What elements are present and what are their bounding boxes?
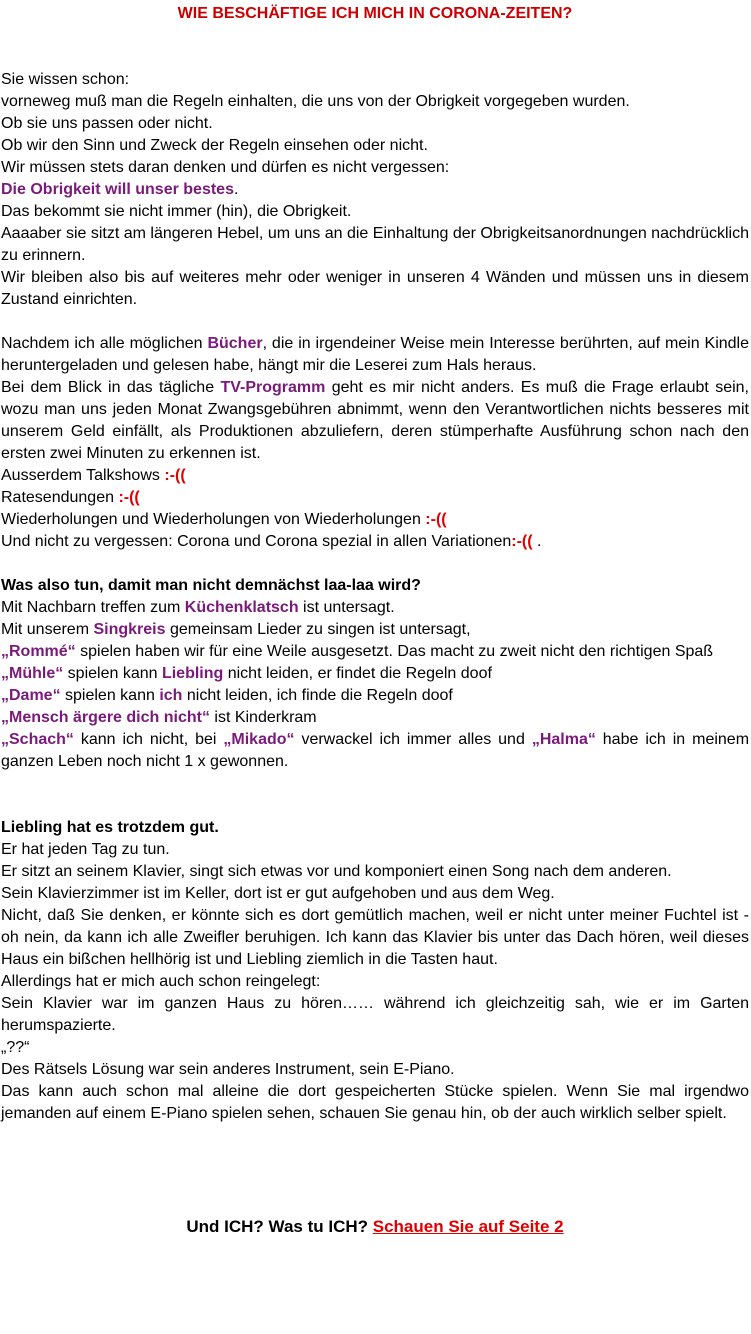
page-2-link[interactable]: Schauen Sie auf Seite 2: [372, 1217, 564, 1236]
paragraph: Sein Klavier war im ganzen Haus zu hören…: [1, 995, 749, 1034]
highlight-text: „Schach“: [1, 731, 74, 748]
text: Wiederholungen und Wiederholungen von Wi…: [1, 511, 426, 528]
text: spielen kann: [60, 687, 160, 704]
footer-line: Und ICH? Was tu ICH? Schauen Sie auf Sei…: [1, 1215, 749, 1239]
text: spielen haben wir für eine Weile ausgese…: [75, 643, 714, 660]
text: verwackel ich immer alles und: [294, 731, 532, 748]
paragraph: Die Obrigkeit will unser bestes.: [1, 179, 749, 201]
highlight-text: Bücher: [207, 335, 263, 352]
text: habe ich in meinem ganzen Leben noch nic…: [1, 731, 750, 770]
highlight-text: Küchenklatsch: [184, 599, 299, 616]
paragraph: Ausserdem Talkshows :-((: [1, 465, 749, 487]
highlight-text: ich: [159, 687, 183, 704]
highlight-text: Die Obrigkeit will unser bestes: [1, 181, 234, 198]
text: Ausserdem Talkshows: [1, 467, 165, 484]
text: Nachdem ich alle möglichen: [1, 335, 208, 352]
highlight-text: „Halma“: [531, 731, 596, 748]
text: .: [233, 181, 239, 198]
highlight-text: Liebling: [161, 665, 224, 682]
text: geht es mir nicht anders. Es muß die Fra…: [1, 379, 749, 462]
paragraph: Nachdem ich alle möglichen Bücher, die i…: [1, 333, 749, 377]
text: spielen kann: [63, 665, 162, 682]
emoticon: :-((: [425, 511, 447, 528]
paragraph: Und nicht zu vergessen: Corona und Coron…: [1, 531, 749, 553]
paragraph: vorneweg muß man die Regeln einhalten, d…: [1, 93, 630, 110]
media-section: Nachdem ich alle möglichen Bücher, die i…: [1, 333, 749, 553]
paragraph: Nicht, daß Sie denken, er könnte sich es…: [1, 907, 749, 968]
activities-section: Was also tun, damit man nicht demnächst …: [1, 575, 749, 773]
highlight-text: Singkreis: [93, 621, 166, 638]
paragraph: „Mensch ärgere dich nicht“ ist Kinderkra…: [1, 707, 749, 729]
paragraph: Des Rätsels Lösung war sein anderes Inst…: [1, 1061, 455, 1078]
text: Mit Nachbarn treffen zum: [1, 599, 185, 616]
section-heading: Liebling hat es trotzdem gut.: [1, 819, 219, 836]
emoticon: :-((: [118, 489, 140, 506]
text: Ratesendungen: [1, 489, 119, 506]
paragraph: Aaaaber sie sitzt am längeren Hebel, um …: [1, 225, 750, 264]
paragraph: „Mühle“ spielen kann Liebling nicht leid…: [1, 663, 749, 685]
emoticon: :-((: [511, 533, 533, 550]
highlight-text: „Dame“: [1, 687, 61, 704]
paragraph: Er sitzt an seinem Klavier, singt sich e…: [1, 863, 672, 880]
text: .: [532, 533, 542, 550]
paragraph: Ob wir den Sinn und Zweck der Regeln ein…: [1, 137, 428, 154]
paragraph: Das bekommt sie nicht immer (hin), die O…: [1, 203, 352, 220]
paragraph: Sie wissen schon:: [1, 71, 130, 88]
paragraph: Sein Klavierzimmer ist im Keller, dort i…: [1, 885, 555, 902]
paragraph: Er hat jeden Tag zu tun.: [1, 841, 170, 858]
paragraph: Ratesendungen :-((: [1, 487, 749, 509]
intro-section: Sie wissen schon: vorneweg muß man die R…: [1, 69, 749, 311]
section-heading: Was also tun, damit man nicht demnächst …: [1, 577, 421, 594]
footer-text: Und ICH? Was tu ICH?: [186, 1217, 373, 1236]
text: Mit unserem: [1, 621, 94, 638]
text: Und nicht zu vergessen: Corona und Coron…: [1, 533, 512, 550]
text: gemeinsam Lieder zu singen ist untersagt…: [165, 621, 471, 638]
text: nicht leiden, ich finde die Regeln doof: [182, 687, 453, 704]
highlight-text: „Mühle“: [1, 665, 64, 682]
text: nicht leiden, er findet die Regeln doof: [223, 665, 492, 682]
highlight-text: „Mensch ärgere dich nicht“: [1, 709, 210, 726]
text: kann ich nicht, bei: [73, 731, 224, 748]
highlight-text: „Mikado“: [223, 731, 295, 748]
highlight-text: TV-Programm: [220, 379, 326, 396]
paragraph: „??“: [1, 1039, 30, 1056]
text: Bei dem Blick in das tägliche: [1, 379, 221, 396]
paragraph: Allerdings hat er mich auch schon reinge…: [1, 973, 321, 990]
paragraph: Bei dem Blick in das tägliche TV-Program…: [1, 377, 749, 465]
paragraph: Wir müssen stets daran denken und dürfen…: [1, 159, 450, 176]
paragraph: „Rommé“ spielen haben wir für eine Weile…: [1, 641, 749, 663]
text: ist Kinderkram: [209, 709, 317, 726]
paragraph: Ob sie uns passen oder nicht.: [1, 115, 213, 132]
paragraph: Wiederholungen und Wiederholungen von Wi…: [1, 509, 749, 531]
paragraph: „Dame“ spielen kann ich nicht leiden, ic…: [1, 685, 749, 707]
page-title: WIE BESCHÄFTIGE ICH MICH IN CORONA-ZEITE…: [177, 5, 573, 22]
liebling-section: Liebling hat es trotzdem gut. Er hat jed…: [1, 817, 749, 1125]
emoticon: :-((: [164, 467, 186, 484]
text: ist untersagt.: [298, 599, 395, 616]
paragraph: Wir bleiben also bis auf weiteres mehr o…: [1, 269, 749, 308]
paragraph: „Schach“ kann ich nicht, bei „Mikado“ ve…: [1, 729, 749, 773]
paragraph: Mit unserem Singkreis gemeinsam Lieder z…: [1, 619, 749, 641]
text: , die in irgendeiner Weise mein Interess…: [1, 335, 750, 374]
paragraph: Das kann auch schon mal alleine die dort…: [1, 1083, 749, 1122]
paragraph: Mit Nachbarn treffen zum Küchenklatsch i…: [1, 597, 749, 619]
highlight-text: „Rommé“: [1, 643, 76, 660]
